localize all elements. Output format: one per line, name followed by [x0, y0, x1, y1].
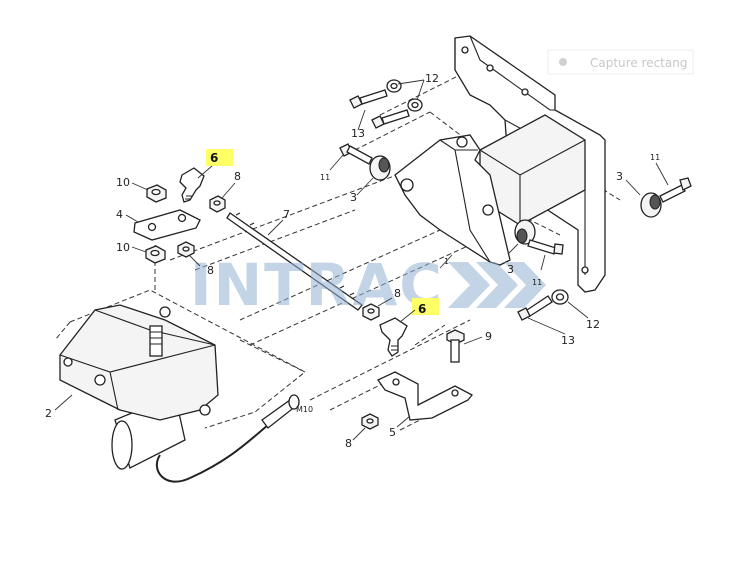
callout-11-right: 11 [650, 153, 660, 162]
rod-7[interactable] [226, 212, 363, 311]
damper-3-bottom[interactable] [514, 219, 536, 245]
callout-8-link: 8 [207, 264, 214, 277]
capture-icon [559, 58, 567, 66]
callout-8-upper: 8 [234, 170, 241, 183]
callout-1: 1 [444, 257, 449, 266]
callout-7: 7 [283, 208, 290, 221]
callout-10-top: 10 [116, 176, 130, 189]
callout-4: 4 [116, 208, 123, 221]
callout-6-bottom: 6 [418, 302, 426, 316]
bolt-13-bottom[interactable] [517, 295, 553, 321]
callout-3-bottom: 3 [507, 263, 514, 276]
callout-9: 9 [485, 330, 492, 343]
intrac-watermark: INTRAC [190, 251, 546, 319]
callout-13-top: 13 [351, 127, 365, 140]
callout-10-bottom: 10 [116, 241, 130, 254]
actuator-cable[interactable] [155, 394, 300, 483]
damper-3-right[interactable] [640, 192, 662, 218]
highlight-6-top [206, 149, 233, 166]
callout-12-top: 12 [425, 72, 439, 85]
callout-6-top: 6 [210, 151, 218, 165]
callout-11-bottom: 11 [532, 278, 542, 287]
link-plate-4[interactable] [133, 209, 201, 241]
bolt-13-top-b[interactable] [371, 109, 410, 129]
callout-3-left: 3 [350, 191, 357, 204]
callout-8-lower: 8 [345, 437, 352, 450]
callout-2: 2 [45, 407, 52, 420]
callout-13-bottom: 13 [561, 334, 575, 347]
nut-10-top[interactable] [146, 184, 167, 203]
chevron-arrows-icon [448, 262, 546, 308]
bolt-11-bottom[interactable] [527, 239, 564, 255]
washer-12-bottom[interactable] [551, 289, 569, 305]
capture-label: Capture rectang [590, 56, 687, 70]
callouts: 10 4 10 8 6 8 7 8 6 9 5 8 2 12 13 11 3 1… [45, 72, 660, 450]
callout-11-left: 11 [320, 173, 330, 182]
callout-3-right: 3 [616, 170, 623, 183]
callout-5: 5 [389, 426, 396, 439]
actuator-2[interactable] [59, 304, 219, 470]
bolt-11-right[interactable] [659, 177, 692, 203]
capture-rectangle-tooltip[interactable]: Capture rectang [547, 49, 694, 75]
bolt-9[interactable] [446, 329, 465, 363]
main-bracket[interactable] [394, 35, 606, 293]
bracket-5[interactable] [377, 371, 473, 421]
damper-3-left[interactable] [369, 155, 391, 181]
ball-joint-6-bottom[interactable] [379, 317, 408, 357]
ball-joint-6-top[interactable] [179, 167, 205, 203]
nut-8-rod-end[interactable] [362, 303, 380, 321]
bolt-13-top-a[interactable] [349, 89, 388, 109]
nut-8-link[interactable] [177, 241, 195, 258]
bolt-11-left[interactable] [339, 143, 373, 165]
nut-10-bottom[interactable] [145, 245, 166, 264]
nut-8-upper[interactable] [209, 195, 226, 213]
nut-8-lower[interactable] [361, 413, 379, 430]
highlight-6-bottom [412, 298, 439, 315]
watermark-text: INTRAC [190, 251, 444, 319]
callout-8-rod-end: 8 [394, 287, 401, 300]
leader-lines [54, 79, 669, 441]
washer-12-top[interactable] [386, 79, 423, 112]
connector-label: M10 [296, 405, 313, 414]
callout-12-bottom: 12 [586, 318, 600, 331]
